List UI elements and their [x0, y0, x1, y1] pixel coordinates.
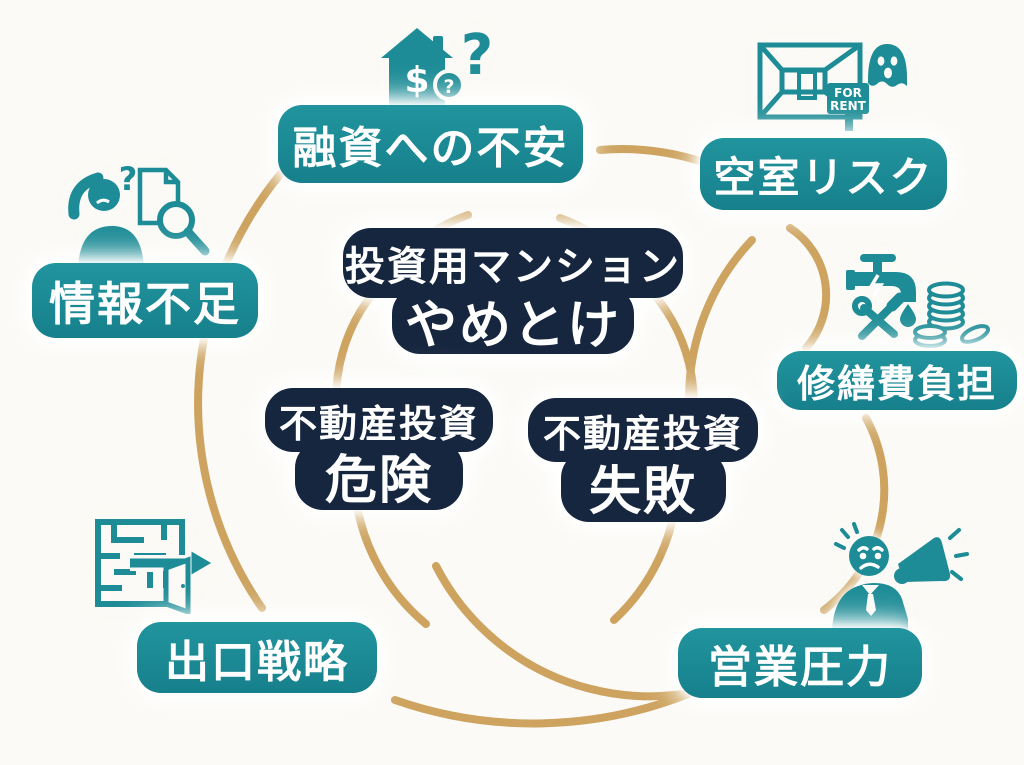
broken-faucet-tools-coins-icon [846, 254, 991, 348]
gold-arc-outer-left [194, 131, 322, 612]
body [78, 226, 144, 268]
maze-exit-door-icon [95, 519, 214, 614]
sound-lines [948, 528, 969, 581]
sweat-marks [834, 522, 859, 550]
node-exit-label: 出口戦略 [165, 636, 349, 688]
center-statement-yametoke: 投資用マンション やめとけ [343, 228, 683, 356]
head [88, 179, 120, 211]
gold-arc-right-lower [820, 414, 889, 614]
node-info-shortage: 情報不足 [32, 263, 258, 338]
node-financing-label: 融資への不安 [292, 123, 569, 174]
question-glyph: ? [119, 160, 138, 198]
gold-arc-right-upper [786, 224, 831, 352]
tie [866, 594, 876, 616]
sign-line2: RENT [830, 99, 866, 113]
center-failure-line2: 失敗 [560, 450, 726, 522]
water-drop [900, 304, 916, 327]
open-door [163, 556, 191, 614]
gold-arc-outer-bottom [391, 690, 692, 728]
dollar-glyph: $ [404, 60, 429, 101]
node-repair-cost: 修繕費負担 [777, 351, 1017, 410]
node-vacancy-label: 空室リスク [713, 152, 934, 202]
collar [862, 585, 879, 595]
crossed-tools [852, 292, 906, 340]
center-statement-danger: 不動産投資 危険 [265, 388, 493, 511]
center-main-line1: 投資用マンション [343, 228, 683, 298]
room-perspective [757, 42, 863, 120]
question-large-glyph: ? [461, 23, 493, 88]
crack [868, 274, 885, 297]
ghost-icon [868, 44, 907, 87]
gold-arc-vacancy-center [685, 236, 756, 422]
center-danger-line2: 危険 [295, 440, 463, 511]
question-small-glyph: ? [443, 76, 454, 98]
megaphone [894, 537, 951, 584]
scratching-arm [68, 172, 104, 220]
money-house-question-icon: $ ? ? [381, 23, 493, 112]
worried-mouth [96, 198, 110, 205]
head [849, 536, 889, 576]
node-sales-label: 営業圧力 [708, 642, 892, 693]
confused-person-document-magnifier-icon: ? [68, 160, 210, 268]
node-sales-pressure: 営業圧力 [678, 628, 922, 698]
node-exit-strategy: 出口戦略 [137, 622, 377, 693]
sign-line1: FOR [834, 86, 862, 100]
node-info-label: 情報不足 [49, 276, 241, 331]
empty-room-ghost-icon: FOR RENT [757, 42, 907, 131]
center-main-line2: やめとけ [392, 286, 634, 356]
worried-face [857, 546, 884, 570]
magnifier [157, 201, 210, 256]
node-financing-anxiety: 融資への不安 [278, 105, 583, 183]
gold-arc-outer-top [596, 145, 718, 170]
for-rent-sign: FOR RENT [827, 83, 869, 131]
node-repair-label: 修繕費負担 [796, 362, 997, 406]
faucet [846, 254, 916, 327]
door [797, 70, 817, 100]
node-vacancy-risk: 空室リスク [700, 138, 947, 210]
question-badge [433, 69, 465, 101]
stressed-salesman-megaphone-icon [832, 522, 969, 630]
coin-stacks [913, 281, 991, 348]
center-danger-line1: 不動産投資 [265, 388, 493, 452]
center-statement-failure: 不動産投資 失敗 [528, 398, 758, 522]
